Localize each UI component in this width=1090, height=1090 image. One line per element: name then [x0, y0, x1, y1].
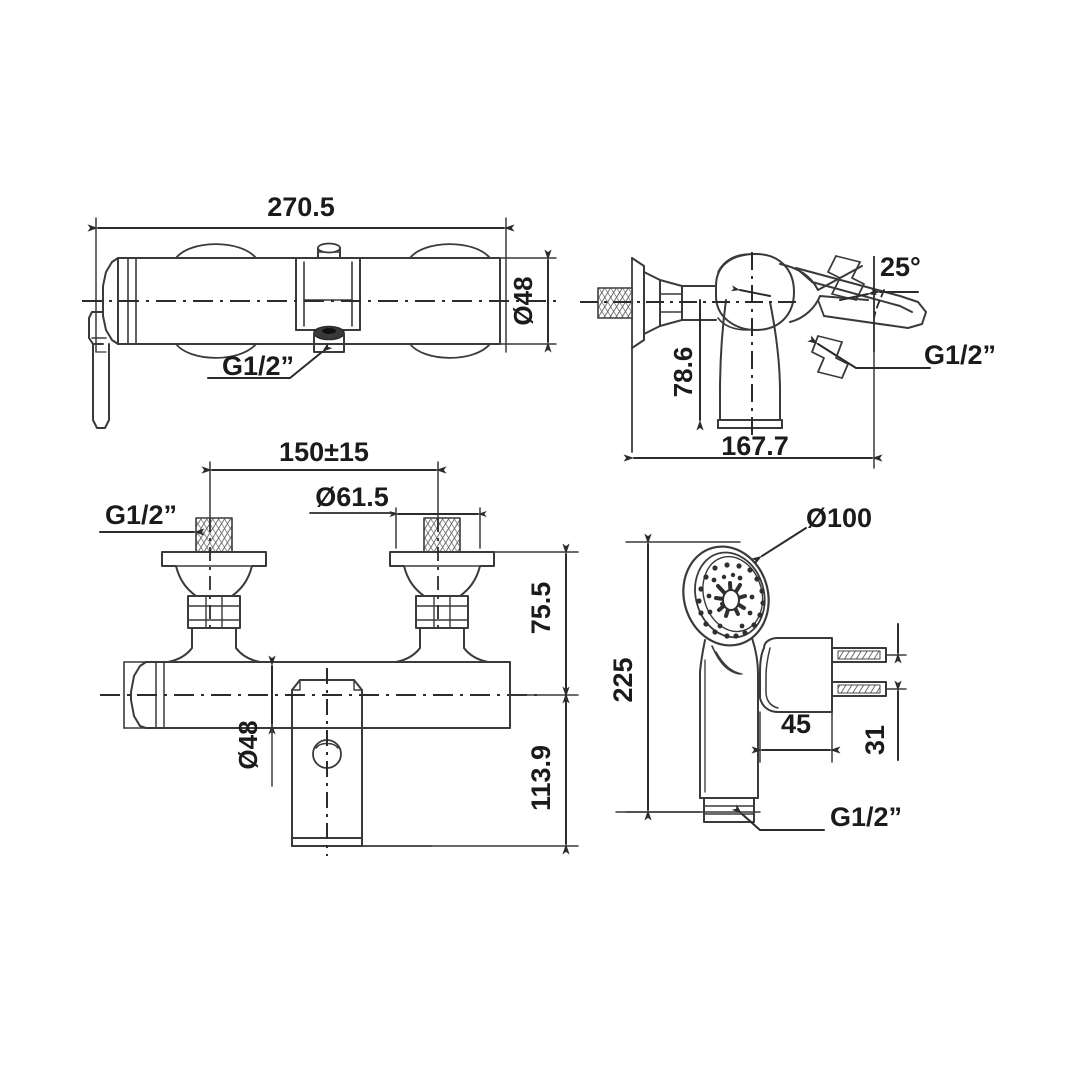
leader-g12-top [207, 342, 333, 379]
leader-g12-hose [615, 804, 825, 831]
diverter-assembly [295, 242, 361, 353]
dimension-stack-right [357, 543, 579, 855]
dimension-167-7 [623, 351, 883, 469]
label-45: 45 [781, 709, 811, 739]
label-167-7: 167.7 [721, 431, 789, 461]
mixer-body-side [715, 253, 869, 331]
spout-column [291, 679, 433, 847]
view-plan-elevation [99, 461, 579, 856]
mixer-body-outline [88, 257, 501, 429]
handshower-handle [699, 637, 759, 823]
dimension-d61-5 [309, 507, 487, 549]
label-g12-top: G1/2” [222, 351, 294, 381]
centerlines-plan-view [100, 518, 540, 856]
view-handshower [615, 527, 907, 831]
dimension-labels: 270.5 Ø48 G1/2” 167.7 78.6 25° G1/2” 150… [105, 192, 996, 832]
inlet-assembly-left [161, 517, 267, 663]
label-25-deg: 25° [880, 252, 921, 282]
dimension-d48-top [495, 249, 557, 353]
label-g12-side: G1/2” [924, 340, 996, 370]
body-surface-arcs [175, 243, 491, 359]
spray-nozzle-pattern [696, 562, 766, 639]
label-31: 31 [860, 725, 890, 755]
view-side-elevation [580, 252, 931, 469]
leader-d100 [751, 527, 807, 565]
leader-g12-side [807, 335, 931, 369]
label-d61-5: Ø61.5 [315, 482, 389, 512]
label-225: 225 [608, 657, 638, 702]
label-113-9: 113.9 [526, 745, 556, 811]
label-d48-top: Ø48 [508, 276, 538, 325]
inlet-assembly-right [389, 517, 495, 663]
dimension-225 [625, 533, 761, 821]
label-g12-hose: G1/2” [830, 802, 902, 832]
wall-bracket [759, 637, 907, 713]
label-78-6: 78.6 [668, 347, 698, 398]
label-d48-bottom: Ø48 [233, 720, 263, 769]
dimension-45 [751, 711, 841, 763]
label-270-5: 270.5 [267, 192, 335, 222]
label-g12-left-inlet: G1/2” [105, 500, 177, 530]
lever-handle-side [730, 255, 927, 379]
body-stem [717, 299, 783, 429]
dimension-angle-25 [839, 289, 919, 301]
view-front-elevation [82, 217, 557, 429]
label-75-5: 75.5 [526, 582, 556, 635]
label-d100: Ø100 [806, 503, 872, 533]
handshower-spray-head [682, 545, 770, 647]
label-150-15: 150±15 [279, 437, 369, 467]
